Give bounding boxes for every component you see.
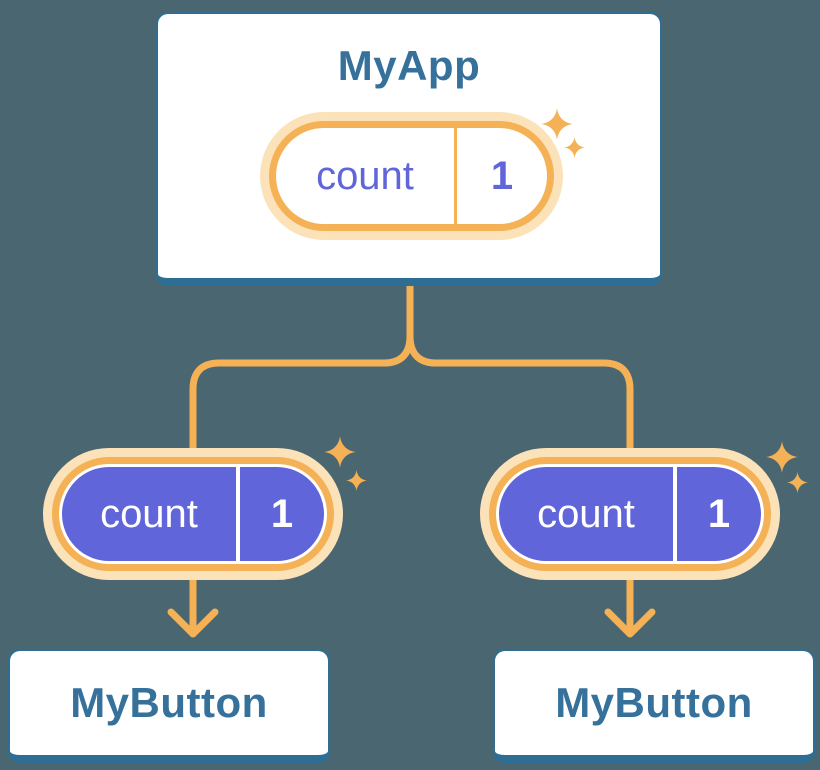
component-card-mybutton-right: MyButton xyxy=(493,649,815,763)
state-name: count xyxy=(276,128,457,224)
sparkle-icon xyxy=(766,441,798,473)
component-title: MyButton xyxy=(70,679,268,726)
sparkle-icon xyxy=(541,108,573,140)
state-value: 1 xyxy=(490,153,514,198)
component-card-mybutton-left: MyButton xyxy=(8,649,330,763)
sparkle-icon xyxy=(787,472,808,493)
sparkle-icon xyxy=(346,470,367,491)
prop-name: count xyxy=(499,467,677,561)
arrow-left-head-icon xyxy=(167,608,219,638)
state-pill: count 1 xyxy=(276,128,547,224)
component-title: MyButton xyxy=(555,679,753,726)
component-title: MyApp xyxy=(337,42,481,89)
sparkle-icon xyxy=(324,436,356,468)
branch-right-line xyxy=(406,280,634,470)
prop-pill-right: count 1 xyxy=(496,464,764,564)
prop-pill-left: count 1 xyxy=(59,464,327,564)
prop-name: count xyxy=(62,467,240,561)
prop-value: 1 xyxy=(270,491,294,536)
arrow-right-head-icon xyxy=(604,608,656,638)
sparkle-icon xyxy=(564,137,585,158)
prop-value: 1 xyxy=(707,491,731,536)
branch-left-line xyxy=(189,280,414,470)
